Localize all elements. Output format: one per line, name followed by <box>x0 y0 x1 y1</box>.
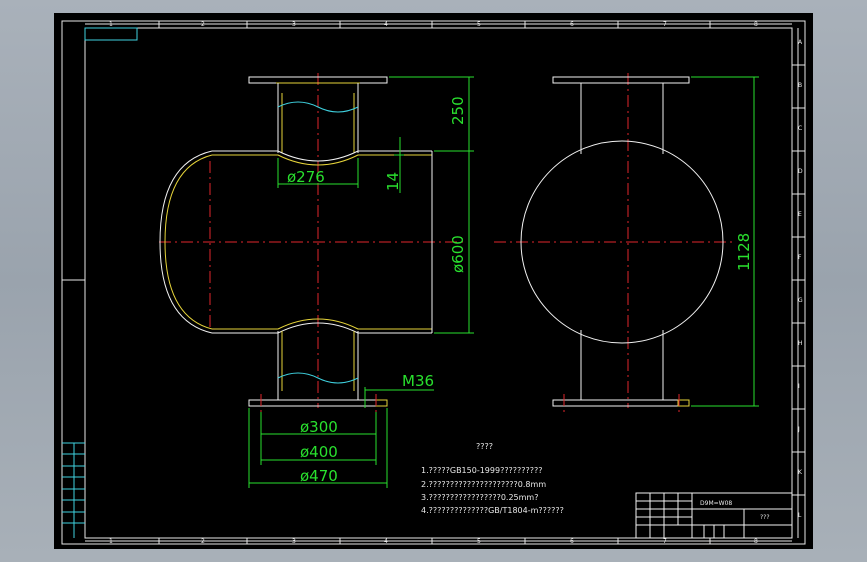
bottom-ruler-label: 6 <box>570 538 574 545</box>
top-ruler-label: 4 <box>384 21 388 28</box>
drawing-viewport[interactable]: 1 2 3 4 5 6 7 8 1 2 3 4 5 6 7 8 <box>54 13 813 549</box>
right-ruler-label: F <box>798 254 802 261</box>
top-ruler-label: 6 <box>570 21 574 28</box>
note-line: 2.?????????????????????0.8mm <box>421 480 546 489</box>
bottom-ruler-label: 2 <box>201 538 205 545</box>
dimension-m36: M36 <box>402 372 434 390</box>
left-margin <box>62 279 85 538</box>
note-line: 3.?????????????????0.25mm? <box>421 493 538 502</box>
elliptical-head-outer <box>159 150 213 334</box>
dimension-1128: 1128 <box>735 233 753 271</box>
dimension-250: 250 <box>449 96 467 125</box>
top-nozzle-break-line <box>277 101 359 113</box>
dimension-d276: ø276 <box>287 168 325 186</box>
title-block-part-number: D9M=W08 <box>700 500 732 507</box>
bottom-ruler-label: 3 <box>292 538 296 545</box>
dimension-d600: ø600 <box>449 235 467 273</box>
top-ruler-label: 1 <box>109 21 113 28</box>
note-line: 4.??????????????GB/T1804-m?????? <box>421 506 564 515</box>
right-ruler: A B C D E F G H I J K L <box>792 28 805 538</box>
bottom-ruler-label: 8 <box>754 538 758 545</box>
title-block: D9M=W08 ??? <box>635 492 793 539</box>
shell-top-edge <box>212 150 432 162</box>
bottom-flange-bolt <box>375 399 388 407</box>
inner-border <box>84 27 793 539</box>
shell-top-inner <box>212 154 432 166</box>
dimension-d300: ø300 <box>300 418 338 436</box>
right-ruler-label: C <box>798 125 802 132</box>
dimension-14: 14 <box>384 172 402 191</box>
side-shell-circle <box>520 140 724 344</box>
bottom-ruler-label: 4 <box>384 538 388 545</box>
top-ruler: 1 2 3 4 5 6 7 8 <box>85 21 792 28</box>
right-ruler-label: A <box>798 39 803 46</box>
outer-border <box>61 20 806 545</box>
top-ruler-label: 8 <box>754 21 758 28</box>
top-ruler-label: 7 <box>663 21 667 28</box>
right-ruler-label: D <box>798 168 803 175</box>
bottom-nozzle-break-line <box>277 372 359 384</box>
right-ruler-label: L <box>798 512 802 519</box>
drawing-number-box <box>84 27 138 41</box>
top-ruler-label: 3 <box>292 21 296 28</box>
right-ruler-label: K <box>798 469 803 476</box>
bottom-ruler-label: 1 <box>109 538 113 545</box>
technical-notes: ???? 1.?????GB150-1999?????????? 2.?????… <box>421 442 564 515</box>
side-top-flange <box>552 76 690 84</box>
cad-drawing: 1 2 3 4 5 6 7 8 1 2 3 4 5 6 7 8 <box>61 20 806 545</box>
elliptical-head-inner <box>164 154 213 330</box>
bottom-ruler-label: 7 <box>663 538 667 545</box>
dimension-d470: ø470 <box>300 467 338 485</box>
bottom-ruler-label: 5 <box>477 538 481 545</box>
bottom-ruler: 1 2 3 4 5 6 7 8 <box>85 538 792 545</box>
shell-bottom-inner <box>212 318 432 330</box>
notes-title: ???? <box>476 442 493 451</box>
dimension-d400: ø400 <box>300 443 338 461</box>
top-ruler-label: 2 <box>201 21 205 28</box>
right-ruler-label: H <box>798 340 803 347</box>
side-view[interactable]: 1128 <box>494 73 759 412</box>
right-ruler-label: I <box>798 383 800 390</box>
right-ruler-label: B <box>798 82 802 89</box>
right-ruler-label: G <box>798 297 803 304</box>
side-bottom-flange <box>552 399 690 407</box>
title-block-name: ??? <box>760 514 770 521</box>
right-ruler-label: J <box>797 426 800 433</box>
right-ruler-label: E <box>798 211 802 218</box>
shell-bottom-edge <box>212 322 432 334</box>
front-view[interactable]: 250 14 ø276 ø600 M36 ø300 ø400 ø470 <box>159 73 474 488</box>
top-ruler-label: 5 <box>477 21 481 28</box>
note-line: 1.?????GB150-1999?????????? <box>421 466 543 475</box>
